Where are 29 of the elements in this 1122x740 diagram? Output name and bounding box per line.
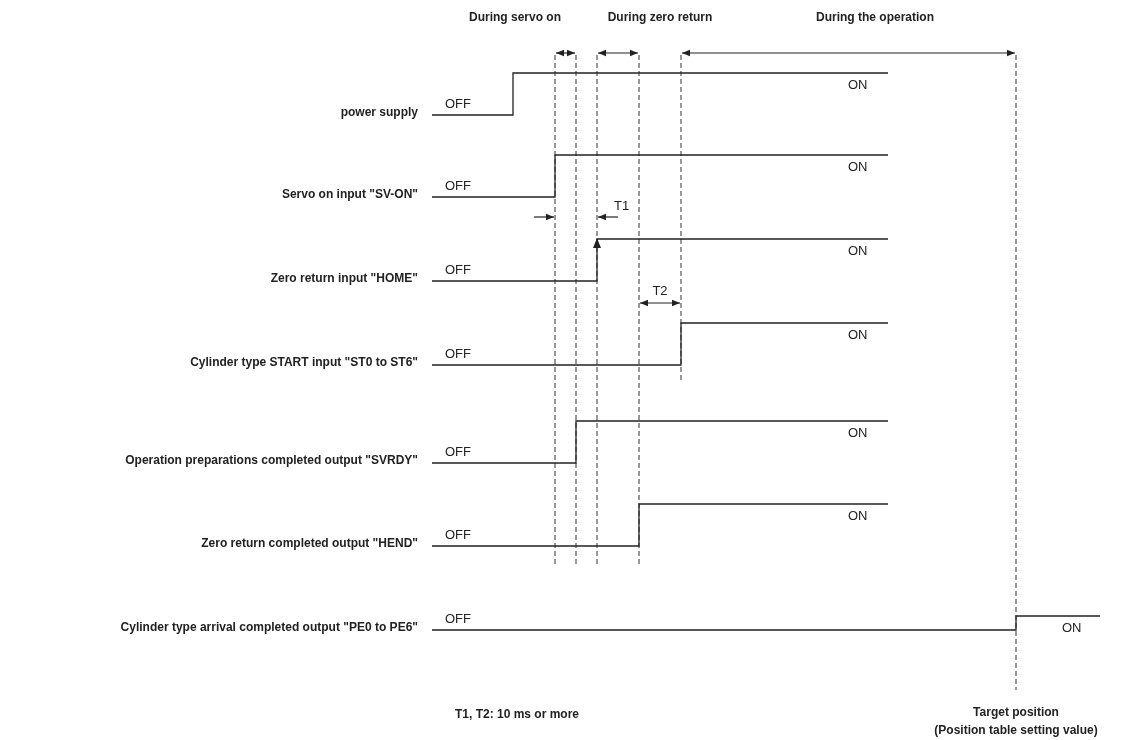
state-label: ON (848, 242, 868, 258)
timing-label: T1 (614, 197, 630, 213)
state-label: ON (1062, 619, 1082, 635)
signal-name: Zero return completed output "HEND" (201, 535, 418, 551)
state-label: OFF (445, 177, 471, 193)
state-label: OFF (445, 95, 471, 111)
signal-name: Servo on input "SV-ON" (281, 186, 418, 202)
signal-name: Cylinder type arrival completed output "PE0 to PE6" (120, 619, 418, 635)
state-label: OFF (445, 526, 471, 542)
state-label: OFF (445, 610, 471, 626)
phase-label: During the operation (816, 9, 934, 25)
state-label: OFF (445, 345, 471, 361)
note-text: T1, T2: 10 ms or more (455, 706, 580, 722)
state-label: ON (848, 507, 868, 523)
phase-label: During servo on (469, 9, 561, 25)
state-label: ON (848, 158, 868, 174)
note-text: Target position (973, 704, 1059, 720)
state-label: OFF (445, 443, 471, 459)
signal-name: Cylinder type START input "ST0 to ST6" (190, 354, 418, 370)
note-text: (Position table setting value) (934, 722, 1098, 738)
state-label: ON (848, 326, 868, 342)
phase-label: During zero return (607, 9, 713, 25)
timing-label: T2 (652, 282, 668, 298)
signal-name: Zero return input "HOME" (270, 270, 418, 286)
signal-name: power supply (340, 104, 418, 120)
state-label: OFF (445, 261, 471, 277)
state-label: ON (848, 76, 868, 92)
signal-name: Operation preparations completed output "SVRDY" (125, 452, 418, 468)
state-label: ON (848, 424, 868, 440)
